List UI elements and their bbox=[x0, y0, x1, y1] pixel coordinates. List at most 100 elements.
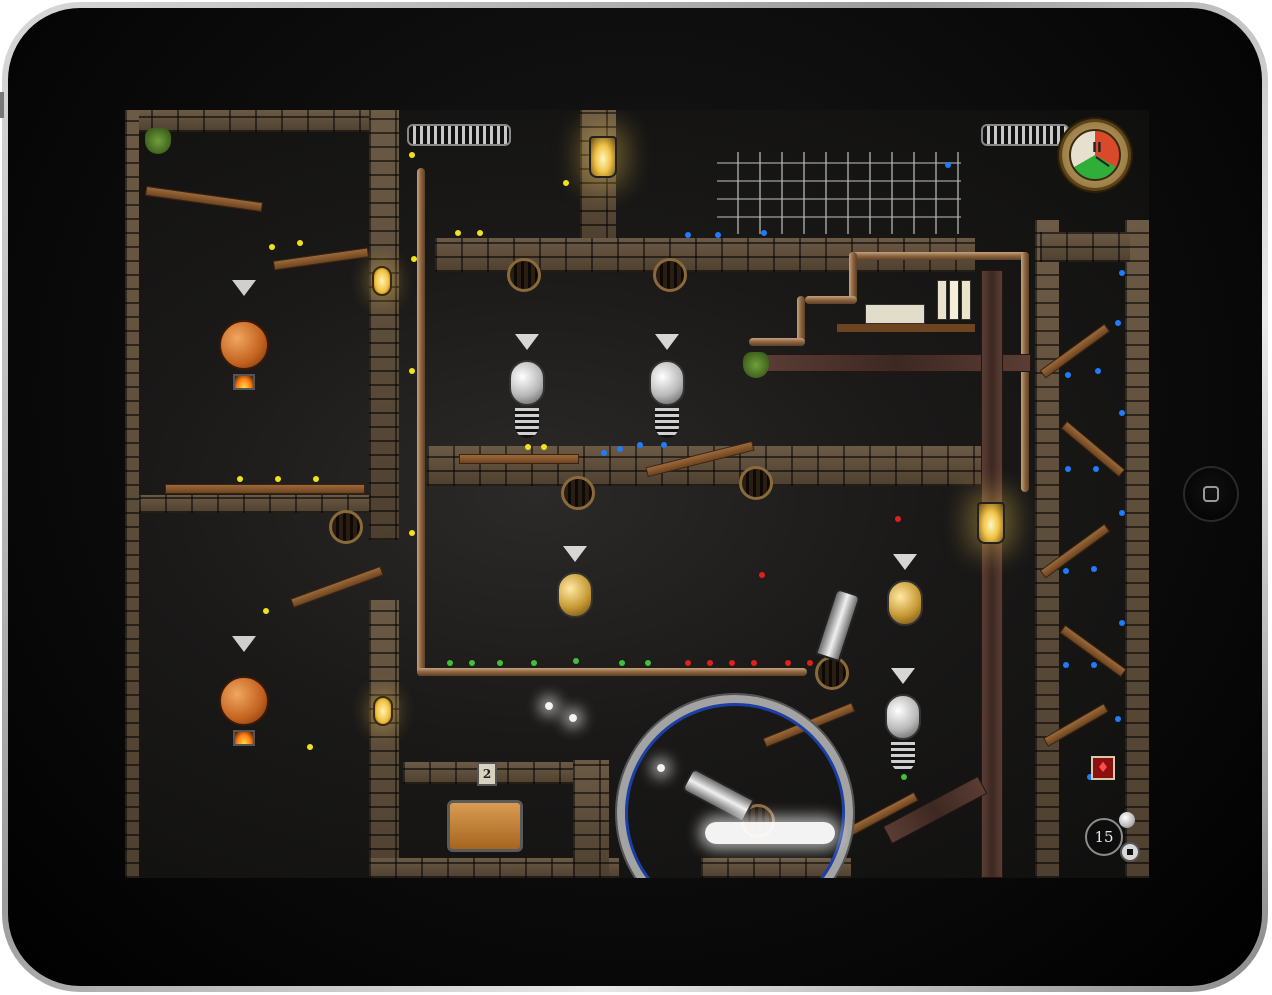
book-stack bbox=[865, 304, 925, 324]
red-ball bbox=[751, 660, 757, 666]
sparkle bbox=[657, 764, 665, 772]
collector-spring bbox=[515, 408, 539, 438]
blue-ball bbox=[1115, 716, 1121, 722]
book-1 bbox=[937, 280, 947, 320]
blue-ball bbox=[617, 446, 623, 452]
pause-icon: II bbox=[1092, 141, 1102, 156]
collector-brass[interactable] bbox=[555, 546, 595, 656]
still-body bbox=[219, 320, 269, 370]
green-ball bbox=[497, 660, 503, 666]
blue-ball bbox=[685, 232, 691, 238]
collector-body bbox=[509, 360, 545, 406]
moss-top-left bbox=[145, 128, 171, 154]
pause-timer-button[interactable]: II bbox=[1062, 122, 1128, 188]
wall-lamp-lower bbox=[373, 696, 393, 726]
yellow-ball bbox=[269, 244, 275, 250]
collector-funnel bbox=[893, 554, 917, 570]
fire-icon bbox=[233, 730, 255, 746]
timer-hand bbox=[1095, 156, 1110, 167]
collector-2[interactable] bbox=[647, 334, 687, 444]
fire-icon bbox=[233, 374, 255, 390]
brick-column-far-right bbox=[1125, 220, 1149, 878]
yellow-ball bbox=[525, 444, 531, 450]
blue-ball bbox=[637, 442, 643, 448]
brick-floor-bottom bbox=[369, 858, 619, 878]
yellow-ball bbox=[409, 368, 415, 374]
yellow-ball bbox=[307, 744, 313, 750]
blue-ball bbox=[1115, 320, 1121, 326]
drain-grate-3 bbox=[561, 476, 595, 510]
yellow-ball bbox=[297, 240, 303, 246]
game-screen[interactable]: 2 bbox=[125, 110, 1149, 878]
collector-spring bbox=[655, 408, 679, 438]
girder-vertical-right bbox=[981, 270, 1003, 878]
copper-still-lower[interactable] bbox=[219, 636, 269, 746]
treasure-chest bbox=[447, 800, 523, 852]
blue-ball bbox=[1087, 774, 1093, 780]
blue-ball bbox=[661, 442, 667, 448]
plank-left-ledge bbox=[165, 484, 365, 494]
green-ball bbox=[531, 660, 537, 666]
brick-column-lower-left bbox=[369, 600, 399, 878]
blue-ball bbox=[1119, 270, 1125, 276]
green-ball bbox=[619, 660, 625, 666]
blue-ball bbox=[761, 230, 767, 236]
book-3 bbox=[961, 280, 971, 320]
still-funnel bbox=[232, 636, 256, 652]
home-square-icon bbox=[1203, 486, 1219, 502]
pipe-horizontal-bottom bbox=[417, 668, 807, 676]
drain-grate-5 bbox=[329, 510, 363, 544]
yellow-ball bbox=[237, 476, 243, 482]
sparkle bbox=[569, 714, 577, 722]
blue-ball bbox=[945, 162, 951, 168]
blue-ball bbox=[715, 232, 721, 238]
spring-tube-top bbox=[407, 124, 511, 146]
book-shelf bbox=[837, 324, 975, 332]
book-2 bbox=[949, 280, 959, 320]
brick-ledge-left bbox=[139, 495, 369, 513]
brick-block-right-top bbox=[1040, 232, 1130, 262]
green-ball bbox=[447, 660, 453, 666]
collector-funnel bbox=[891, 668, 915, 684]
collector-body bbox=[557, 572, 593, 618]
red-ball bbox=[759, 572, 765, 578]
blue-ball bbox=[1095, 368, 1101, 374]
side-switch bbox=[0, 92, 4, 118]
street-lantern-right bbox=[977, 502, 1005, 544]
collector-body bbox=[649, 360, 685, 406]
green-ball bbox=[901, 774, 907, 780]
red-ball bbox=[785, 660, 791, 666]
blue-ball bbox=[1091, 662, 1097, 668]
blue-ball bbox=[601, 450, 607, 456]
yellow-ball bbox=[455, 230, 461, 236]
collector-right[interactable] bbox=[883, 668, 923, 778]
rotating-wheel[interactable] bbox=[617, 695, 853, 878]
collector-funnel bbox=[515, 334, 539, 350]
pipe-vertical-right bbox=[1021, 252, 1029, 492]
blue-ball bbox=[1119, 620, 1125, 626]
timer-gauge: II bbox=[1069, 129, 1121, 181]
pipe-vertical-drop bbox=[797, 296, 805, 346]
red-ball bbox=[685, 660, 691, 666]
drain-grate-cannon bbox=[815, 656, 849, 690]
brick-column-right bbox=[1035, 220, 1059, 878]
home-button[interactable] bbox=[1183, 466, 1239, 522]
pipe-horizontal-lower bbox=[749, 338, 805, 346]
collector-funnel bbox=[563, 546, 587, 562]
collector-brass-right[interactable] bbox=[885, 554, 925, 664]
plank-middle bbox=[459, 454, 579, 464]
moves-counter: 15 bbox=[1085, 818, 1123, 856]
collector-spring bbox=[891, 742, 915, 772]
blue-ball bbox=[1063, 568, 1069, 574]
collector-1[interactable] bbox=[507, 334, 547, 444]
green-ball bbox=[573, 658, 579, 664]
blood-drop-icon[interactable]: ♦ bbox=[1091, 756, 1115, 780]
yellow-ball bbox=[563, 180, 569, 186]
yellow-ball bbox=[541, 444, 547, 450]
stop-button[interactable] bbox=[1120, 842, 1140, 862]
gear-knob-icon[interactable] bbox=[1119, 812, 1135, 828]
steam-cloud bbox=[705, 822, 835, 844]
yellow-ball bbox=[477, 230, 483, 236]
yellow-ball bbox=[409, 152, 415, 158]
copper-still-upper[interactable] bbox=[219, 280, 269, 390]
